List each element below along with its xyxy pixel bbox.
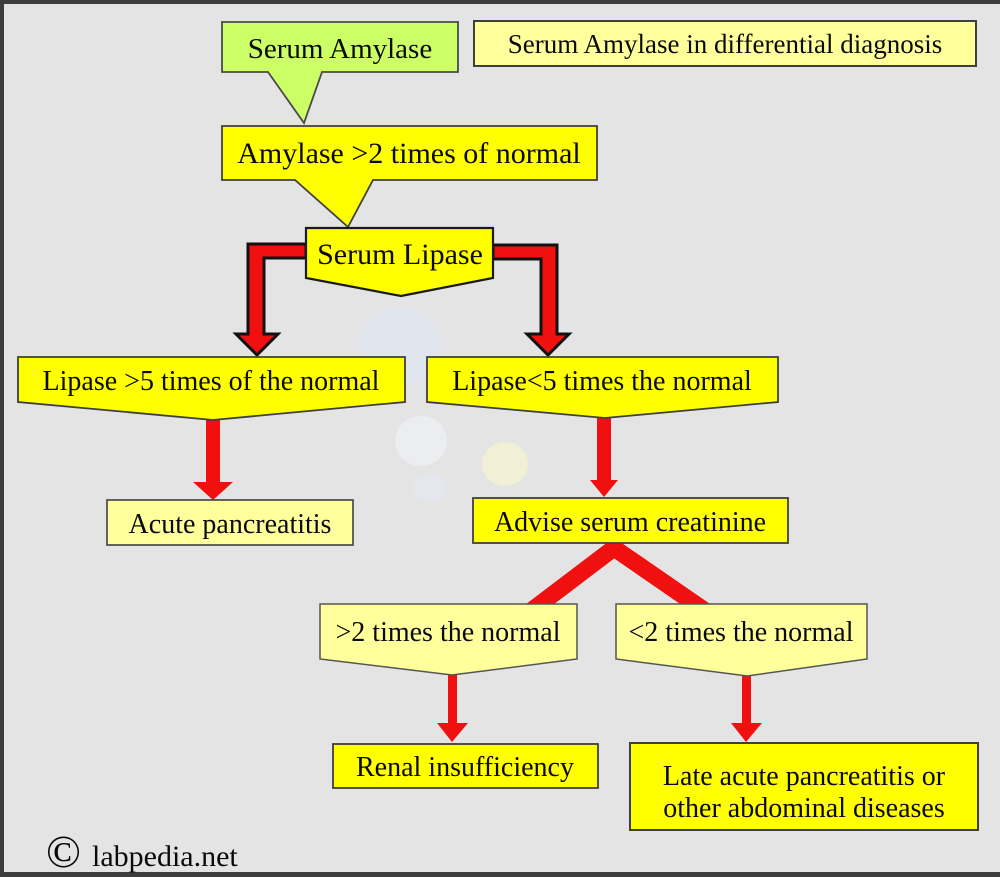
serum-lipase-label: Serum Lipase	[317, 238, 483, 271]
branch-arrow-left	[232, 242, 308, 358]
lipase-lt5-label: Lipase<5 times the normal	[452, 366, 752, 397]
canvas-border-bottom	[0, 872, 1000, 877]
canvas-border-left	[0, 0, 4, 877]
advise-creatinine-node	[472, 497, 789, 544]
watermark-blob	[482, 442, 528, 486]
amylase-gt2-label: Amylase >2 times of normal	[237, 137, 581, 170]
down-arrow-late	[731, 676, 762, 742]
branch-v-connector	[521, 537, 719, 624]
down-arrow-acute	[193, 420, 233, 500]
site-name: labpedia.net	[92, 840, 238, 873]
creatinine-gt2-node	[319, 603, 578, 676]
down-arrow-renal	[437, 675, 468, 742]
canvas-border-top	[0, 0, 1000, 4]
acute-pancreatitis-label: Acute pancreatitis	[129, 509, 332, 540]
creatinine-gt2-label: >2 times the normal	[336, 617, 561, 648]
renal-insufficiency-node	[332, 743, 599, 789]
serum-amylase-node	[221, 21, 459, 125]
branch-arrow-right	[491, 243, 573, 358]
watermark-blob	[413, 475, 447, 501]
creatinine-lt2-node	[615, 603, 868, 677]
down-arrow-advise	[590, 418, 618, 497]
watermark-blob	[395, 416, 447, 466]
lipase-lt5-node	[426, 356, 779, 419]
copyright-icon: ©	[46, 826, 81, 877]
amylase-gt2-node	[221, 125, 598, 229]
serum-amylase-label: Serum Amylase	[248, 33, 432, 65]
lipase-gt5-node	[17, 356, 406, 421]
advise-creatinine-label: Advise serum creatinine	[494, 507, 766, 538]
lipase-gt5-label: Lipase >5 times of the normal	[43, 366, 380, 397]
late-acute-label-line1: Late acute pancreatitis or	[663, 761, 946, 792]
title-box	[473, 20, 977, 67]
renal-insufficiency-label: Renal insufficiency	[356, 752, 574, 783]
late-acute-node	[629, 742, 979, 831]
acute-pancreatitis-node	[106, 499, 354, 546]
diagram-title: Serum Amylase in differential diagnosis	[508, 29, 942, 59]
late-acute-label-line2: other abdominal diseases	[663, 793, 944, 824]
serum-lipase-node	[304, 226, 495, 298]
creatinine-lt2-label: <2 times the normal	[629, 617, 854, 648]
